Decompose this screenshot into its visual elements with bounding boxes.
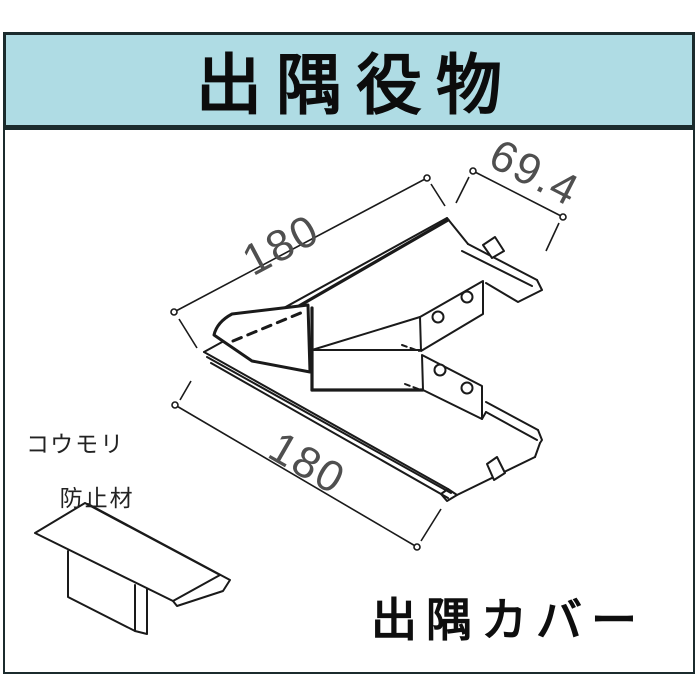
lower-arm-hem-lines <box>203 351 452 499</box>
bat-guard-insert-in-place <box>212 303 312 374</box>
bat-guard-label-line2: 防止材 <box>59 485 135 511</box>
flange-hole <box>460 290 474 304</box>
guard-sheet-hem <box>87 503 231 607</box>
flange-hole <box>431 310 445 324</box>
mounting-flanges <box>419 280 484 420</box>
upper-flange <box>419 280 484 352</box>
lower-arm-end-cut <box>534 442 541 458</box>
corner-cover-outline <box>203 217 543 502</box>
page-title: 出隅役物 <box>196 48 516 122</box>
dim-label-bottom-180: 180 <box>261 422 354 504</box>
dimension-length-bottom <box>171 380 442 551</box>
bat-guard-mini-drawing <box>34 502 231 635</box>
guard-fin <box>67 550 136 632</box>
bat-guard-label: コウモリ 防止材 <box>26 431 135 539</box>
flange-hole <box>433 363 447 377</box>
lower-tip-fold <box>440 488 458 502</box>
flange-hole <box>460 381 474 395</box>
dimension-width <box>455 167 567 252</box>
upper-front-bottom-edge <box>311 316 421 351</box>
cover-caption: 出隅カバー <box>371 594 646 646</box>
upper-end-tab <box>482 236 505 259</box>
title-bar: 出隅役物 <box>3 32 695 128</box>
guard-fin-side <box>134 588 148 635</box>
upper-arm-end-cut <box>446 217 469 245</box>
lower-end-tab <box>486 456 506 481</box>
bat-guard-label-line1: コウモリ <box>26 431 126 457</box>
upper-arm-fold <box>297 218 450 308</box>
dimension-length-top <box>170 174 446 349</box>
